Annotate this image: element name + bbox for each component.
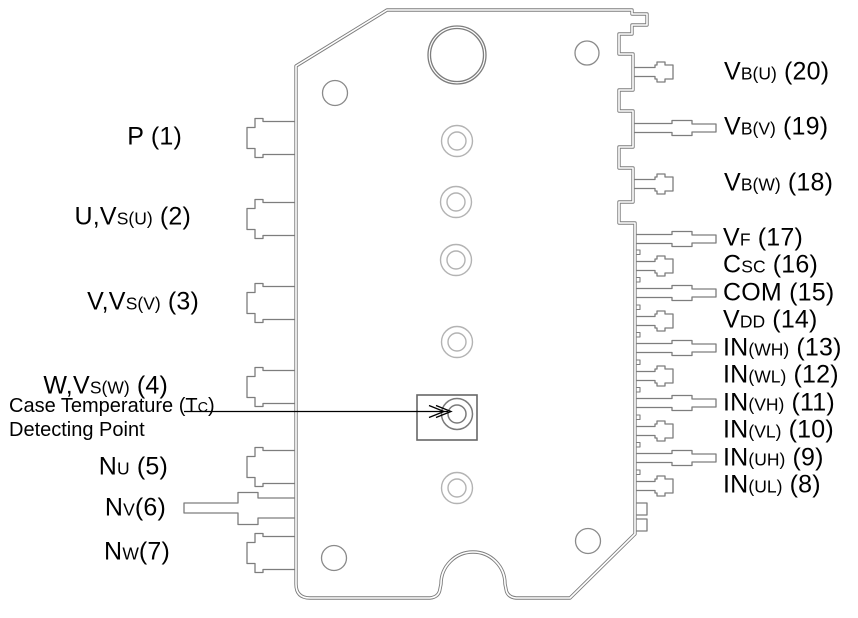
- pin-lead-9: [627, 449, 717, 467]
- via-ring: [446, 250, 466, 270]
- via-ring: [440, 124, 474, 158]
- tc-detect-box: [416, 394, 478, 441]
- pin-lead-3: [246, 282, 298, 324]
- pin-label-12: IN(WL) (12): [723, 360, 839, 389]
- tc-detect-ring-inner: [447, 404, 467, 424]
- mounting-hole-outer: [427, 25, 487, 85]
- pin-label-2: U,VS(U) (2): [74, 202, 191, 231]
- pin-lead-18: [627, 173, 674, 195]
- case-temp-note-line1: Case Temperature (TC): [9, 395, 215, 417]
- corner-hole-top-right: [574, 40, 600, 66]
- case-temp-note: Case Temperature (TC) Detecting Point: [9, 395, 215, 441]
- pin-lead-13: [627, 339, 717, 357]
- case-temp-note-line2: Detecting Point: [9, 419, 145, 441]
- pin-lead-12: [627, 365, 674, 387]
- pin-label-13: IN(WH) (13): [723, 333, 842, 362]
- pin-lead-11: [627, 394, 717, 412]
- pin-lead-14: [627, 310, 674, 332]
- module-body-inner-line: [295, 9, 648, 599]
- corner-hole-bottom-right: [574, 527, 602, 555]
- pin-label-17: VF (17): [723, 223, 803, 252]
- pin-label-4: W,VS(W) (4): [43, 371, 168, 400]
- pin-label-19: VB(V) (19): [724, 112, 829, 141]
- pin-label-10: IN(VL) (10): [723, 415, 834, 444]
- pin-lead-8: [627, 475, 674, 497]
- via-ring: [447, 478, 467, 498]
- tc-detect-ring-outer: [440, 397, 474, 431]
- pin-lead-15: [627, 284, 717, 302]
- pin-lead-4: [246, 366, 298, 408]
- pin-lead-2: [246, 198, 298, 240]
- via-ring: [439, 243, 473, 277]
- arrowhead-icon: [428, 404, 446, 419]
- pin-lead-1: [246, 117, 298, 159]
- pin-label-3: V,VS(V) (3): [87, 287, 199, 316]
- pin-label-7: NW(7): [104, 537, 170, 566]
- via-ring: [446, 192, 466, 212]
- pin-label-8: IN(UL) (8): [723, 470, 821, 499]
- pin-lead-16: [627, 255, 674, 277]
- pin-label-6: NV(6): [104, 493, 166, 522]
- pin-label-5: NU (5): [98, 452, 168, 481]
- pin-label-9: IN(UH) (9): [723, 443, 824, 472]
- module-body: [294, 8, 649, 600]
- pin-label-1: P (1): [127, 122, 182, 151]
- pin-lead-19: [627, 119, 717, 137]
- pin-lead-6: [183, 491, 298, 526]
- pin-lead-7: [246, 532, 298, 574]
- via-ring: [439, 185, 473, 219]
- pin-label-20: VB(U) (20): [724, 57, 830, 86]
- arrowhead-icon: [435, 404, 453, 419]
- corner-hole-bottom-left: [320, 544, 348, 572]
- via-ring: [440, 325, 474, 359]
- mounting-hole-inner: [429, 27, 485, 83]
- via-ring: [440, 471, 474, 505]
- corner-hole-top-left: [321, 79, 349, 107]
- pin-label-18: VB(W) (18): [724, 168, 834, 197]
- pin-label-11: IN(VH) (11): [723, 388, 835, 417]
- via-ring: [447, 332, 467, 352]
- pin-lead-20: [627, 61, 674, 83]
- pin-lead-5: [246, 446, 298, 488]
- pin-lead-17: [627, 230, 717, 248]
- pin-label-14: VDD (14): [723, 305, 818, 334]
- leader-arrow: [184, 404, 453, 419]
- pin-label-16: CSC (16): [723, 250, 818, 279]
- pin-lead-10: [627, 420, 674, 442]
- pin-label-15: COM (15): [723, 278, 835, 307]
- via-ring: [447, 131, 467, 151]
